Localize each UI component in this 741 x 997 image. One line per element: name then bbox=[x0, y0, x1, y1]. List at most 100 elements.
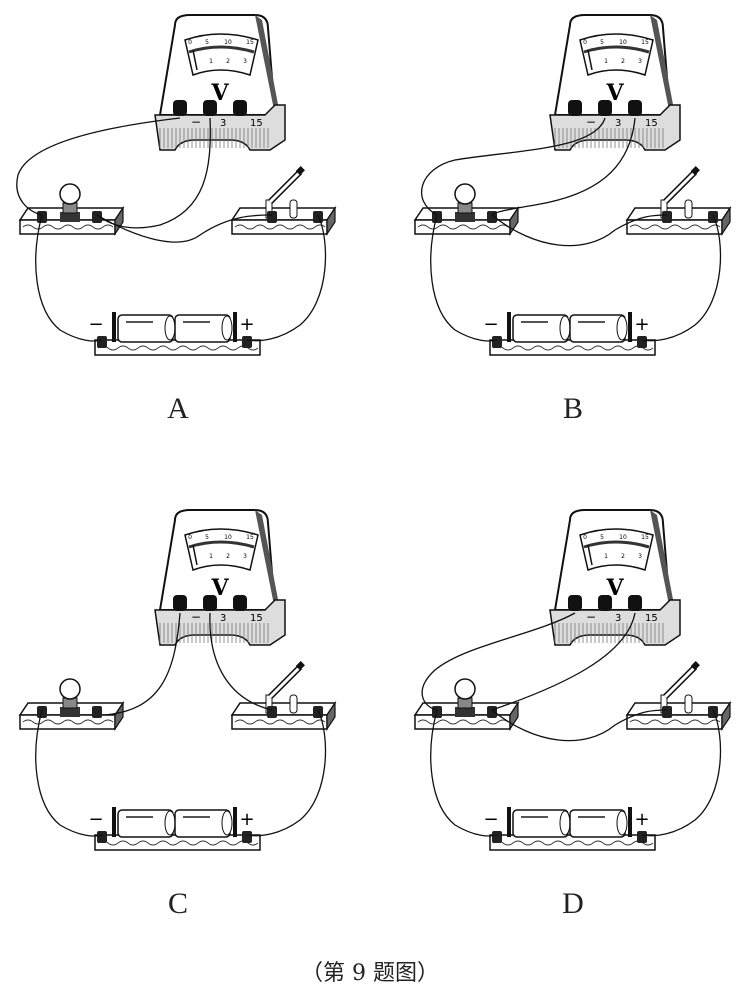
terminal-3[interactable] bbox=[598, 100, 612, 116]
terminal-15[interactable] bbox=[628, 595, 642, 611]
terminal-label: 3 bbox=[615, 118, 621, 129]
scale-top-label: 0 bbox=[583, 534, 587, 541]
switch-terminal-right[interactable] bbox=[313, 211, 323, 223]
switch-board bbox=[625, 206, 732, 236]
panel-label-a: A bbox=[167, 392, 189, 425]
battery-terminal-negative[interactable] bbox=[97, 831, 107, 843]
switch-terminal-left[interactable] bbox=[267, 706, 277, 718]
bulb-terminal-right[interactable] bbox=[92, 211, 102, 223]
wire bbox=[246, 214, 327, 342]
wire bbox=[491, 709, 668, 742]
switch-board bbox=[230, 206, 337, 236]
bulb-terminal-right[interactable] bbox=[92, 706, 102, 718]
battery-terminal-positive[interactable] bbox=[242, 831, 252, 843]
wire bbox=[641, 214, 722, 342]
battery-negative-sign: − bbox=[88, 809, 103, 830]
scale-top-label: 5 bbox=[600, 534, 604, 541]
wire bbox=[35, 709, 103, 837]
terminal-label: − bbox=[586, 610, 596, 624]
switch-terminal-left[interactable] bbox=[662, 706, 672, 718]
wire bbox=[16, 117, 181, 216]
wire bbox=[209, 612, 273, 711]
terminal-15[interactable] bbox=[233, 595, 247, 611]
voltmeter-symbol: V bbox=[210, 80, 229, 106]
scale-top-label: 15 bbox=[641, 534, 649, 541]
scale-top-label: 5 bbox=[205, 534, 209, 541]
terminal-15[interactable] bbox=[233, 100, 247, 116]
battery: −+ bbox=[88, 807, 261, 851]
panel-label-b: B bbox=[562, 392, 584, 425]
wire bbox=[35, 214, 103, 342]
scale-bottom-label: 3 bbox=[243, 553, 247, 560]
battery-terminal-negative[interactable] bbox=[492, 336, 502, 348]
terminal-label: 15 bbox=[250, 613, 263, 624]
scale-top-label: 15 bbox=[641, 39, 649, 46]
panel-label-c: C bbox=[167, 887, 189, 920]
battery-terminal-negative[interactable] bbox=[97, 336, 107, 348]
scale-bottom-label: 3 bbox=[638, 58, 642, 65]
scale-bottom-label: 2 bbox=[621, 58, 625, 65]
scale-top-label: 10 bbox=[619, 534, 627, 541]
knife-switch[interactable] bbox=[265, 661, 305, 714]
switch-board bbox=[625, 701, 732, 731]
terminal-label: − bbox=[586, 115, 596, 129]
battery-positive-sign: + bbox=[239, 314, 254, 335]
battery-terminal-positive[interactable] bbox=[242, 336, 252, 348]
needle bbox=[192, 49, 198, 71]
battery-positive-sign: + bbox=[634, 314, 649, 335]
needle bbox=[192, 544, 198, 566]
voltmeter-symbol: V bbox=[605, 575, 624, 601]
terminal-3[interactable] bbox=[203, 100, 217, 116]
knife-switch[interactable] bbox=[660, 661, 700, 714]
terminal-label: − bbox=[191, 610, 201, 624]
switch-terminal-left[interactable] bbox=[662, 211, 672, 223]
scale-bottom-label: 3 bbox=[243, 58, 247, 65]
scale-top-label: 5 bbox=[600, 39, 604, 46]
terminal-minus[interactable] bbox=[173, 595, 187, 611]
terminal-minus[interactable] bbox=[568, 100, 582, 116]
switch-terminal-right[interactable] bbox=[708, 211, 718, 223]
battery: −+ bbox=[483, 312, 656, 356]
terminal-label: 3 bbox=[220, 118, 226, 129]
battery-positive-sign: + bbox=[634, 809, 649, 830]
knife-switch[interactable] bbox=[265, 166, 305, 219]
terminal-label: − bbox=[191, 115, 201, 129]
switch-terminal-right[interactable] bbox=[313, 706, 323, 718]
terminal-label: 3 bbox=[615, 613, 621, 624]
scale-bottom-label: 1 bbox=[604, 553, 608, 560]
terminal-15[interactable] bbox=[628, 100, 642, 116]
terminal-label: 3 bbox=[220, 613, 226, 624]
scale-top-label: 10 bbox=[224, 39, 232, 46]
bulb-icon bbox=[59, 678, 81, 717]
battery-terminal-negative[interactable] bbox=[492, 831, 502, 843]
battery-terminal-positive[interactable] bbox=[637, 336, 647, 348]
terminal-label: 15 bbox=[250, 118, 263, 129]
needle bbox=[587, 49, 593, 71]
switch-terminal-right[interactable] bbox=[708, 706, 718, 718]
scale-top-label: 5 bbox=[205, 39, 209, 46]
battery-terminal-positive[interactable] bbox=[637, 831, 647, 843]
scale-top-label: 10 bbox=[619, 39, 627, 46]
battery: −+ bbox=[483, 807, 656, 851]
terminal-minus[interactable] bbox=[568, 595, 582, 611]
battery: −+ bbox=[88, 312, 261, 356]
scale-bottom-label: 1 bbox=[209, 58, 213, 65]
scale-top-label: 15 bbox=[246, 534, 254, 541]
wire bbox=[491, 612, 636, 711]
wire bbox=[104, 612, 181, 716]
switch-terminal-left[interactable] bbox=[267, 211, 277, 223]
knife-switch[interactable] bbox=[660, 166, 700, 219]
terminal-3[interactable] bbox=[203, 595, 217, 611]
scale-bottom-label: 1 bbox=[209, 553, 213, 560]
terminal-minus[interactable] bbox=[173, 100, 187, 116]
bulb-icon bbox=[59, 183, 81, 222]
battery-negative-sign: − bbox=[483, 809, 498, 830]
bulb-icon bbox=[454, 678, 476, 717]
terminal-3[interactable] bbox=[598, 595, 612, 611]
